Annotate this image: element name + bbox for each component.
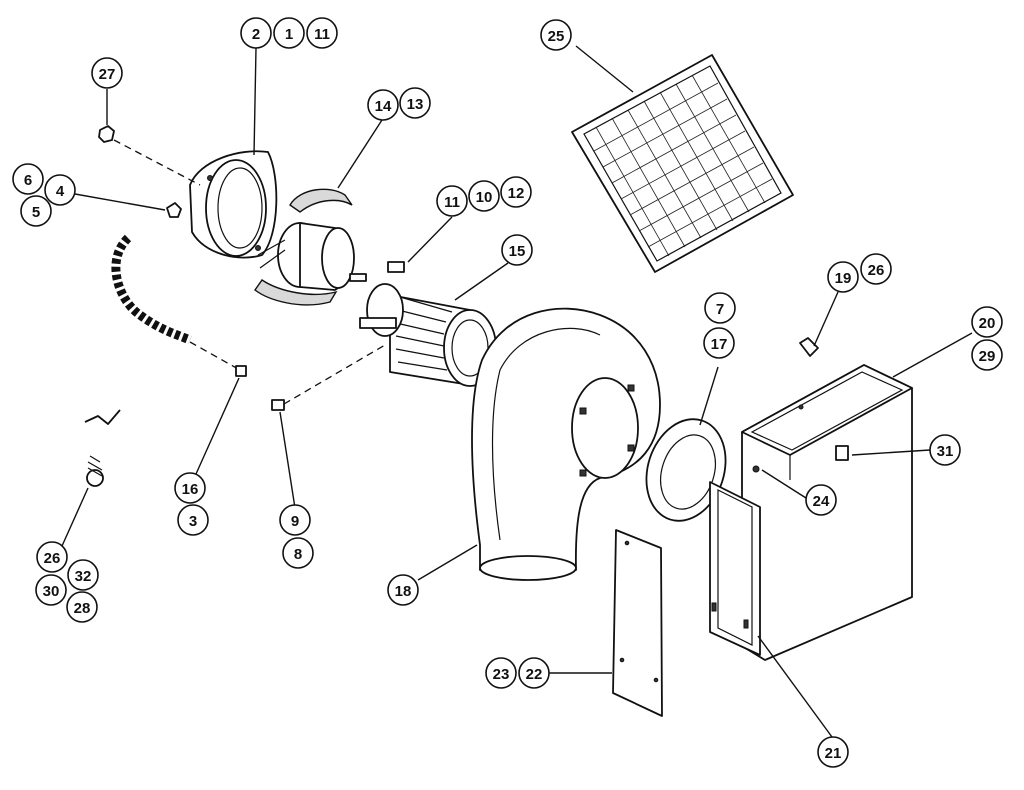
callout-25: 25 [540, 19, 572, 51]
svg-text:4: 4 [56, 183, 65, 200]
svg-text:26: 26 [44, 550, 61, 567]
svg-text:11: 11 [444, 194, 460, 211]
svg-text:32: 32 [75, 568, 92, 585]
callout-4: 4 [44, 174, 76, 206]
svg-text:8: 8 [294, 546, 302, 563]
callout-15: 15 [501, 234, 533, 266]
callout-29: 29 [971, 339, 1003, 371]
leader-lines [61, 45, 973, 738]
callout-13: 13 [399, 87, 431, 119]
svg-text:26: 26 [868, 262, 885, 279]
callout-12: 12 [500, 176, 532, 208]
svg-text:5: 5 [32, 204, 40, 221]
callout-23: 23 [485, 657, 517, 689]
callout-7: 7 [704, 292, 736, 324]
filter-mesh [593, 74, 773, 257]
svg-text:23: 23 [493, 666, 510, 683]
svg-text:30: 30 [43, 583, 60, 600]
grease-filter [571, 54, 794, 273]
callout-2: 2 [240, 17, 272, 49]
wire-harness [111, 234, 247, 377]
svg-text:9: 9 [291, 513, 299, 530]
callout-26b: 26 [36, 541, 68, 573]
callout-18: 18 [387, 574, 419, 606]
callout-5: 5 [20, 195, 52, 227]
callout-11: 11 [306, 17, 338, 49]
svg-text:31: 31 [937, 443, 954, 460]
svg-text:11: 11 [314, 26, 330, 43]
callout-32: 32 [67, 559, 99, 591]
svg-text:15: 15 [509, 243, 526, 260]
svg-text:29: 29 [979, 348, 996, 365]
callout-11b: 11 [436, 185, 468, 217]
blower-motor [257, 222, 367, 291]
blower-scroll-housing [471, 307, 661, 581]
callout-3: 3 [177, 504, 209, 536]
motor-mount-ring [189, 150, 278, 259]
nut [98, 125, 201, 186]
callout-9: 9 [279, 504, 311, 536]
callout-31: 31 [929, 434, 961, 466]
callout-19: 19 [827, 261, 859, 293]
svg-text:17: 17 [711, 336, 728, 353]
svg-text:6: 6 [24, 172, 32, 189]
svg-text:14: 14 [375, 98, 392, 115]
svg-text:28: 28 [74, 600, 91, 617]
svg-text:3: 3 [189, 513, 197, 530]
callout-20: 20 [971, 306, 1003, 338]
fastener-kit [84, 409, 121, 487]
svg-text:12: 12 [508, 185, 525, 202]
blower-wheel [359, 261, 497, 387]
callout-22: 22 [518, 657, 550, 689]
callout-21: 21 [817, 736, 849, 768]
svg-text:21: 21 [825, 745, 842, 762]
callout-30: 30 [35, 574, 67, 606]
callout-26: 26 [860, 253, 892, 285]
svg-text:24: 24 [813, 493, 830, 510]
clip [799, 337, 819, 357]
callout-1: 1 [273, 17, 305, 49]
svg-text:19: 19 [835, 270, 852, 287]
cover-plate [612, 529, 663, 717]
svg-text:25: 25 [548, 28, 565, 45]
callout-10: 10 [468, 180, 500, 212]
svg-text:10: 10 [476, 189, 493, 206]
svg-text:27: 27 [99, 66, 116, 83]
motor-clamp-bands [254, 188, 353, 306]
discharge-duct-box [709, 364, 913, 661]
svg-text:20: 20 [979, 315, 996, 332]
svg-text:22: 22 [526, 666, 543, 683]
svg-text:2: 2 [252, 26, 260, 43]
callout-17: 17 [703, 327, 735, 359]
washer [166, 202, 182, 218]
screw [271, 344, 386, 411]
svg-text:1: 1 [285, 26, 293, 43]
svg-text:18: 18 [395, 583, 412, 600]
svg-text:16: 16 [182, 481, 199, 498]
callout-8: 8 [282, 537, 314, 569]
callout-6: 6 [12, 163, 44, 195]
callout-28: 28 [66, 591, 98, 623]
svg-text:13: 13 [407, 96, 424, 113]
svg-text:7: 7 [716, 301, 724, 318]
callout-14: 14 [367, 89, 399, 121]
callout-16: 16 [174, 472, 206, 504]
callout-24: 24 [805, 484, 837, 516]
callout-27: 27 [91, 57, 123, 89]
